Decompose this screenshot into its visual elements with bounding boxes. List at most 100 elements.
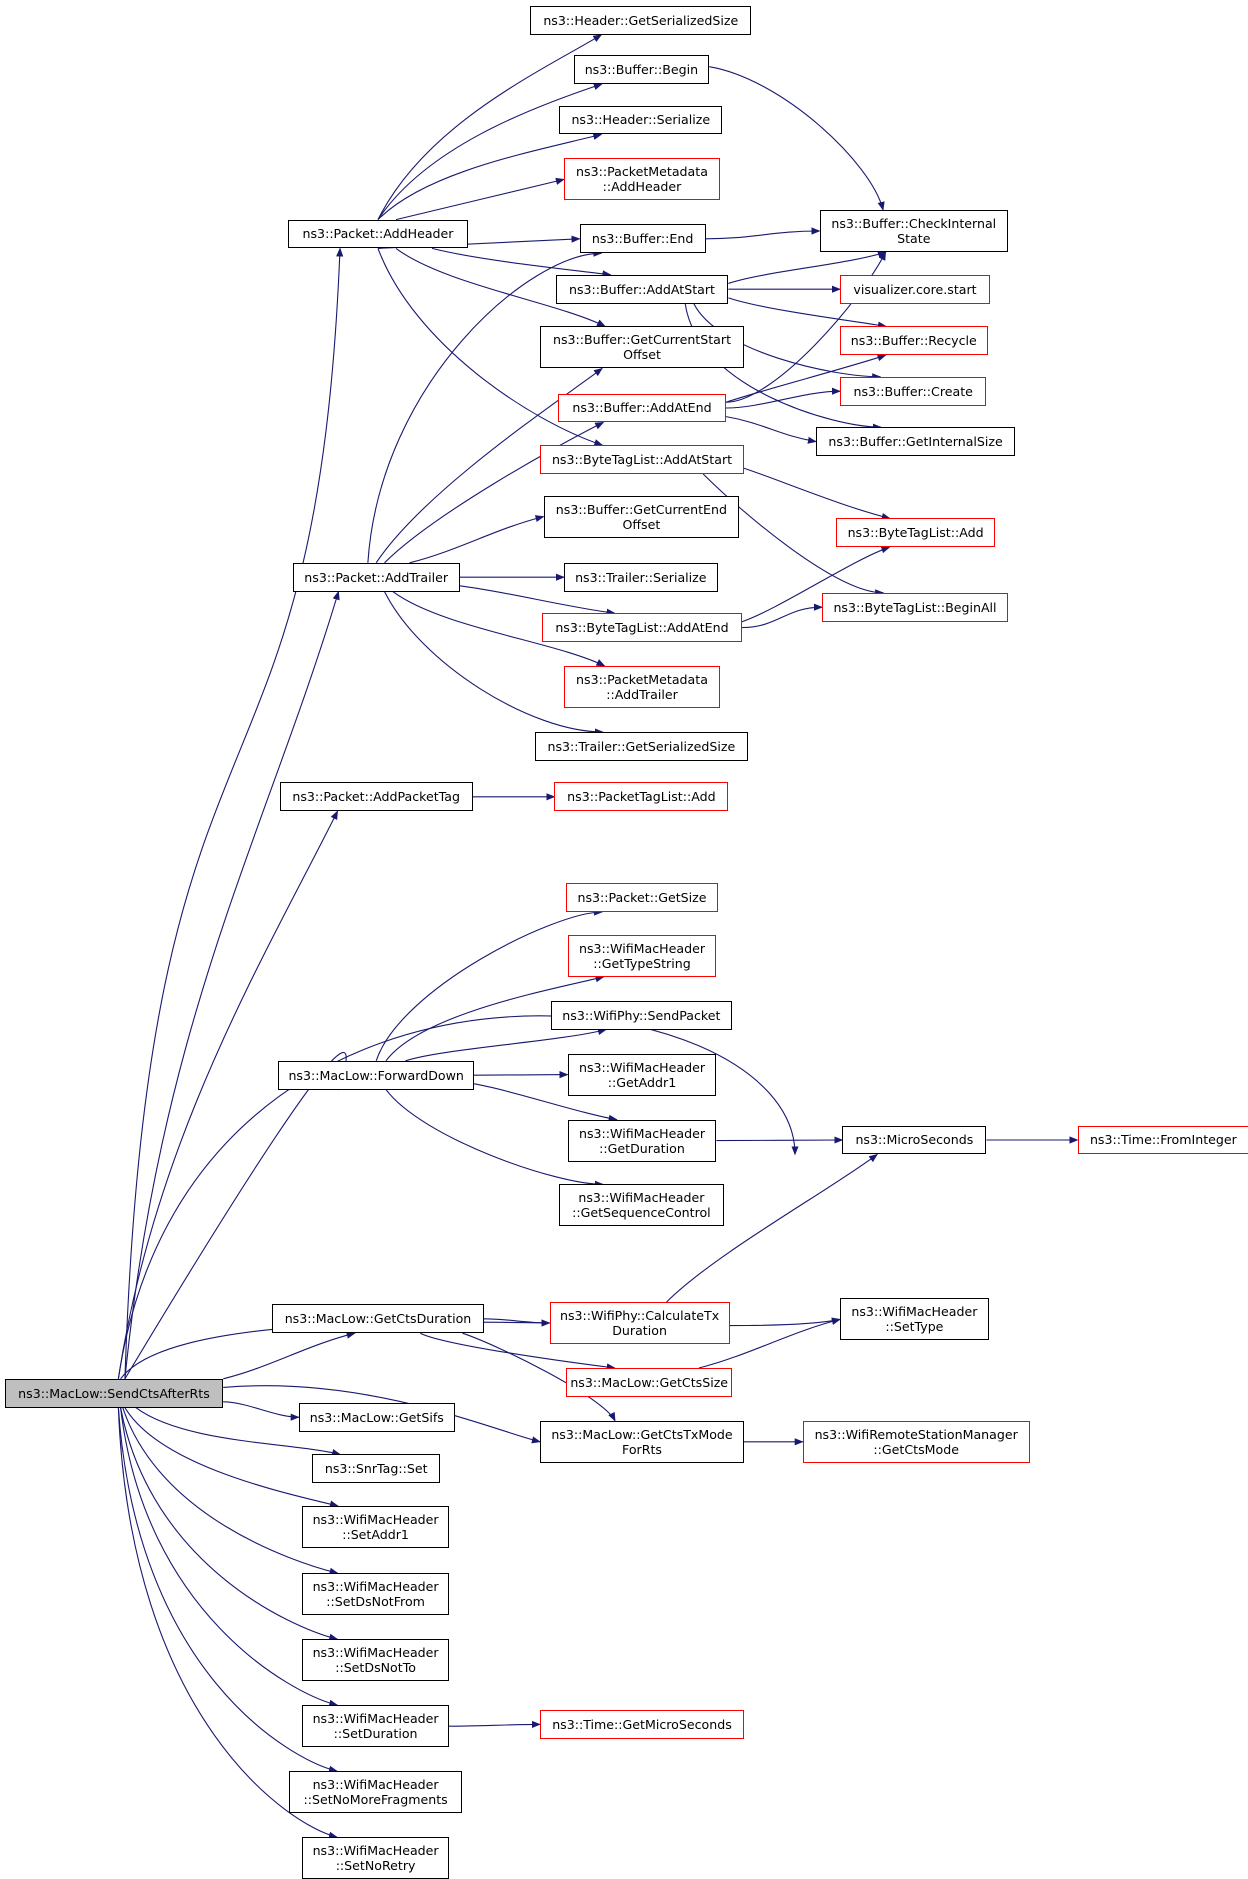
- edge-p_addtrailer-to-t_getser: [384, 591, 604, 736]
- edge-root-to-setduration: [120, 1407, 339, 1707]
- node-wifiremotestationmanager-getctsmode[interactable]: ns3::WifiRemoteStationManager::GetCtsMod…: [802, 1420, 1030, 1463]
- node-maclow-getctsduration[interactable]: ns3::MacLow::GetCtsDuration: [272, 1304, 484, 1334]
- node-sendctsafterrts[interactable]: ns3::MacLow::SendCtsAfterRts: [4, 1378, 224, 1408]
- node-trailer-getserializedsize[interactable]: ns3::Trailer::GetSerializedSize: [535, 732, 748, 761]
- node-label-line: ::SetAddr1: [342, 1527, 409, 1542]
- node-header-serialize[interactable]: ns3::Header::Serialize: [559, 105, 723, 135]
- edge-root-to-microseconds: [117, 1015, 799, 1379]
- node-packet-addheader[interactable]: ns3::Packet::AddHeader: [288, 219, 468, 249]
- node-label-line: ns3::Buffer::Begin: [584, 62, 699, 78]
- node-bytetaglist-addatstart[interactable]: ns3::ByteTagList::AddAtStart: [540, 445, 744, 474]
- edge-b_end-to-b_checkint: [705, 227, 821, 240]
- edge-p_addtrailer-to-b_getcurend: [409, 515, 545, 564]
- node-time-getmicroseconds[interactable]: ns3::Time::GetMicroSeconds: [540, 1710, 744, 1739]
- node-maclow-getctssize[interactable]: ns3::MacLow::GetCtsSize: [566, 1368, 732, 1397]
- node-wifimacheader-setduration[interactable]: ns3::WifiMacHeader::SetDuration: [302, 1705, 449, 1748]
- node-packet-addpackettag[interactable]: ns3::Packet::AddPacketTag: [279, 782, 473, 812]
- node-wifimacheader-getduration[interactable]: ns3::WifiMacHeader::GetDuration: [567, 1119, 717, 1162]
- edge-btl_addatstart-to-btl_add: [743, 467, 891, 520]
- node-wifimacheader-setaddr1[interactable]: ns3::WifiMacHeader::SetAddr1: [302, 1506, 449, 1548]
- node-label-line: ::SetNoRetry: [335, 1858, 416, 1874]
- edge-b_addatend-to-b_create: [725, 387, 841, 409]
- node-packet-getsize[interactable]: ns3::Packet::GetSize: [566, 883, 718, 912]
- edge-b_begin-to-b_checkint: [709, 66, 885, 211]
- node-buffer-addatend[interactable]: ns3::Buffer::AddAtEnd: [558, 393, 726, 423]
- edge-p_addtrailer-to-pm_addtrailer: [392, 591, 606, 667]
- node-maclow-getsifs[interactable]: ns3::MacLow::GetSifs: [298, 1402, 455, 1432]
- edge-p_addheader-to-pm_addheader: [395, 177, 565, 221]
- node-packettaglist-add[interactable]: ns3::PacketTagList::Add: [554, 782, 729, 812]
- edge-p_addheader-to-h_ser: [377, 132, 603, 220]
- node-wifimacheader-getsequencecontrol[interactable]: ns3::WifiMacHeader::GetSequenceControl: [559, 1184, 724, 1227]
- edge-root-to-p_addtrailer: [124, 590, 340, 1379]
- node-label-line: ns3::WifiMacHeader: [578, 1190, 705, 1206]
- node-snrtag-set[interactable]: ns3::SnrTag::Set: [312, 1454, 441, 1484]
- node-wifimacheader-settype[interactable]: ns3::WifiMacHeader::SetType: [840, 1298, 989, 1341]
- edge-fwd-to-wmh_gettypestr: [385, 975, 605, 1062]
- node-buffer-getinternalsize[interactable]: ns3::Buffer::GetInternalSize: [816, 427, 1016, 456]
- node-time-frominteger[interactable]: ns3::Time::FromInteger: [1077, 1125, 1248, 1155]
- node-microseconds[interactable]: ns3::MicroSeconds: [842, 1125, 987, 1155]
- node-packetmetadata-addtrailer[interactable]: ns3::PacketMetadata::AddTrailer: [564, 666, 720, 708]
- node-wifiphy-sendpacket[interactable]: ns3::WifiPhy::SendPacket: [550, 1000, 732, 1030]
- node-label-line: ::AddHeader: [602, 179, 682, 195]
- node-wifimacheader-setnomorefragments[interactable]: ns3::WifiMacHeader::SetNoMoreFragments: [289, 1771, 462, 1814]
- node-buffer-recycle[interactable]: ns3::Buffer::Recycle: [840, 326, 988, 356]
- node-header-getserializedsize[interactable]: ns3::Header::GetSerializedSize: [530, 6, 752, 35]
- node-buffer-create[interactable]: ns3::Buffer::Create: [840, 376, 987, 406]
- node-label-line: ::SetDsNotFrom: [326, 1594, 425, 1610]
- edge-p_addtrailer-to-btl_addatend: [459, 585, 616, 616]
- node-wifimacheader-setdsnotto[interactable]: ns3::WifiMacHeader::SetDsNotTo: [302, 1639, 449, 1682]
- node-visualizer-core-start[interactable]: visualizer.core.start: [840, 274, 990, 304]
- node-label-line: ns3::WifiMacHeader: [578, 1059, 705, 1075]
- node-label-line: ns3::PacketTagList::Add: [567, 789, 716, 805]
- edge-root-to-setaddr1: [124, 1407, 339, 1508]
- node-wifimacheader-gettypestring[interactable]: ns3::WifiMacHeader::GetTypeString: [567, 934, 717, 977]
- node-label-line: ns3::WifiRemoteStationManager: [814, 1426, 1018, 1442]
- node-label-line: ns3::Buffer::GetInternalSize: [828, 434, 1003, 450]
- node-trailer-serialize[interactable]: ns3::Trailer::Serialize: [564, 562, 718, 592]
- node-packet-addtrailer[interactable]: ns3::Packet::AddTrailer: [292, 562, 460, 592]
- edge-root-to-getctsdur: [223, 1331, 356, 1380]
- edge-p_addtrailer-to-b_addatend: [384, 421, 605, 564]
- node-label-line: ns3::ByteTagList::AddAtStart: [551, 452, 733, 468]
- node-label-line: ns3::MacLow::GetCtsSize: [570, 1374, 729, 1390]
- edge-fwd-to-wmh_getseq: [385, 1089, 604, 1188]
- edge-p_addheader-to-b_addatstart: [431, 247, 612, 278]
- node-maclow-forwarddown[interactable]: ns3::MacLow::ForwardDown: [278, 1060, 474, 1090]
- node-label-line: ns3::PacketMetadata: [576, 672, 708, 687]
- edge-p_addtrailer-to-b_getcurstart: [375, 367, 603, 564]
- node-label-line: Offset: [623, 347, 661, 363]
- node-label-line: Duration: [612, 1323, 667, 1338]
- node-label-line: Offset: [622, 516, 661, 532]
- edge-b_addatstart-to-b_checkint: [728, 251, 887, 284]
- node-packetmetadata-addheader[interactable]: ns3::PacketMetadata::AddHeader: [564, 158, 720, 201]
- edge-root-to-p_addpackettag: [117, 810, 339, 1379]
- node-label-line: ::GetTypeString: [593, 955, 691, 971]
- node-label-line: ns3::Packet::AddHeader: [302, 226, 454, 242]
- node-label-line: ns3::Buffer::CheckInternal: [831, 216, 997, 231]
- edge-root-to-setdsnotto: [120, 1407, 339, 1641]
- node-wifimacheader-setnoretry[interactable]: ns3::WifiMacHeader::SetNoRetry: [302, 1837, 449, 1879]
- node-label-line: ns3::Trailer::GetSerializedSize: [547, 738, 736, 754]
- node-label-line: ns3::WifiMacHeader: [312, 1711, 439, 1727]
- node-wifimacheader-getaddr1[interactable]: ns3::WifiMacHeader::GetAddr1: [567, 1053, 717, 1096]
- node-bytetaglist-add[interactable]: ns3::ByteTagList::Add: [836, 518, 995, 548]
- node-wifimacheader-setdsnotfrom[interactable]: ns3::WifiMacHeader::SetDsNotFrom: [302, 1573, 449, 1616]
- node-label-line: ns3::WifiMacHeader: [312, 1579, 439, 1595]
- node-buffer-begin[interactable]: ns3::Buffer::Begin: [573, 55, 710, 84]
- edge-btl_addatstart-to-btl_beginall: [702, 473, 885, 597]
- node-label-line: ns3::MacLow::GetCtsTxMode: [551, 1426, 733, 1442]
- node-label-line: ns3::Buffer::AddAtStart: [568, 281, 715, 297]
- node-buffer-addatstart[interactable]: ns3::Buffer::AddAtStart: [555, 274, 729, 304]
- node-buffer-end[interactable]: ns3::Buffer::End: [579, 224, 706, 254]
- node-bytetaglist-addatend[interactable]: ns3::ByteTagList::AddAtEnd: [542, 613, 742, 642]
- node-bytetaglist-beginall[interactable]: ns3::ByteTagList::BeginAll: [822, 592, 1008, 622]
- node-label-line: ns3::Buffer::Recycle: [850, 333, 977, 349]
- edge-phy_calctx-to-microseconds: [666, 1153, 878, 1303]
